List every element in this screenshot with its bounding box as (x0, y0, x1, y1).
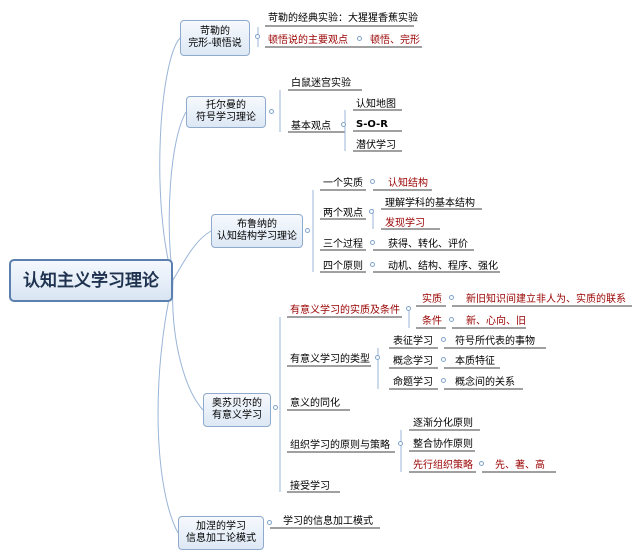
branch-kohler: 苛勒的 完形-顿悟说 (180, 20, 250, 56)
connector-dot (449, 317, 454, 322)
connector-dot (441, 337, 446, 342)
ausubel-essence-value: 新旧知识间建立非人为、实质的联系 (466, 294, 626, 305)
ausubel-reception-learning: 接受学习 (290, 481, 330, 492)
tolman-item-cognitive-map: 认知地图 (356, 99, 396, 110)
bruner-essence-value: 认知结构 (388, 178, 428, 189)
branch-line-kohler (159, 37, 181, 281)
tolman-basic-view: 基本观点 (291, 121, 331, 132)
connector-dot (341, 122, 346, 127)
connector-dot (406, 306, 411, 311)
tolman-maze-experiment: 白鼠迷宫实验 (291, 78, 351, 89)
connector-dot (305, 228, 310, 233)
tolman-item-latent-learning: 潜伏学习 (356, 140, 396, 151)
branch-tolman: 托尔曼的 符号学习理论 (186, 96, 266, 128)
branch-line-gagne (157, 279, 179, 534)
connector-dot (269, 109, 274, 114)
ausubel-essence: 实质 (422, 294, 442, 305)
gagne-info-processing-model: 学习的信息加工模式 (283, 516, 373, 527)
connector-dot (369, 209, 374, 214)
bruner-three-processes-value: 获得、转化、评价 (388, 239, 468, 250)
connector-dot (273, 405, 278, 410)
ausubel-integrative-reconciliation: 整合协作原则 (413, 439, 473, 450)
branch-line-ausubel (172, 279, 204, 411)
branch-line-bruner (172, 230, 212, 281)
connector-dot (267, 520, 272, 525)
ausubel-type-proposition: 命题学习 (393, 377, 433, 388)
connector-dot (375, 355, 380, 360)
root-node: 认知主义学习理论 (9, 259, 173, 302)
branch-ausubel: 奥苏贝尔的 有意义学习 (203, 393, 271, 427)
ausubel-types: 有意义学习的类型 (290, 354, 370, 365)
connector-dot (370, 179, 375, 184)
ausubel-type-concept-value: 本质特征 (455, 356, 495, 367)
branch-line-tolman (168, 111, 187, 281)
tolman-item-sor: S-O-R (356, 119, 388, 130)
connector-dot (479, 461, 484, 466)
ausubel-advance-organizer: 先行组织策略 (413, 460, 473, 471)
ausubel-conditions: 有意义学习的实质及条件 (290, 305, 400, 316)
ausubel-requirement-value: 新、心向、旧 (466, 316, 526, 327)
bruner-view-structure: 理解学科的基本结构 (385, 198, 475, 209)
ausubel-type-concept: 概念学习 (393, 356, 433, 367)
ausubel-type-representation-value: 符号所代表的事物 (455, 336, 535, 347)
ausubel-progressive-differentiation: 逐渐分化原则 (413, 418, 473, 429)
ausubel-requirement: 条件 (422, 316, 442, 327)
kohler-main-view: 顿悟说的主要观点 (268, 35, 348, 46)
kohler-main-view-value: 顿悟、完形 (370, 35, 420, 46)
connector-dot (370, 262, 375, 267)
ausubel-advance-organizer-value: 先、著、高 (495, 460, 545, 471)
ausubel-type-proposition-value: 概念间的关系 (455, 377, 515, 388)
branch-bruner: 布鲁纳的 认知结构学习理论 (211, 214, 303, 248)
connector-dot (370, 240, 375, 245)
connector-dot (441, 357, 446, 362)
ausubel-assimilation: 意义的同化 (290, 398, 340, 409)
bruner-two-views: 两个观点 (323, 208, 363, 219)
bruner-four-principles: 四个原则 (323, 261, 363, 272)
bruner-view-discovery: 发现学习 (385, 218, 425, 229)
connector-dot (398, 441, 403, 446)
connector-dot (441, 378, 446, 383)
connector-dot (449, 295, 454, 300)
connector-dot (255, 34, 260, 39)
bruner-essence: 一个实质 (323, 178, 363, 189)
connector-dot (357, 36, 362, 41)
ausubel-organization: 组织学习的原则与策略 (290, 440, 390, 451)
branch-gagne: 加涅的学习 信息加工论模式 (178, 516, 264, 550)
bruner-four-principles-value: 动机、结构、程序、强化 (388, 261, 498, 272)
ausubel-type-representation: 表征学习 (393, 336, 433, 347)
kohler-experiment: 苛勒的经典实验：大猩猩香蕉实验 (268, 13, 418, 24)
bruner-three-processes: 三个过程 (323, 239, 363, 250)
